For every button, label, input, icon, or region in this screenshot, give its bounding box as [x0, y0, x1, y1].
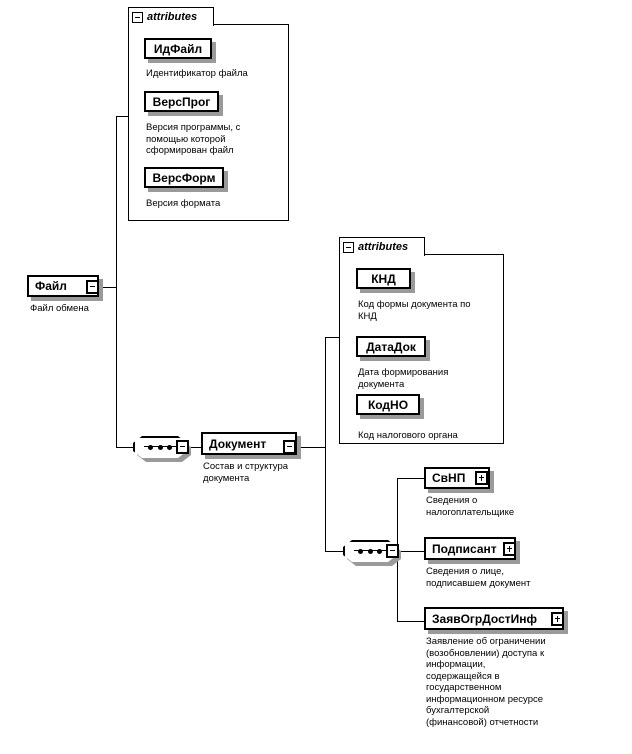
node-file[interactable]: Файл	[27, 275, 99, 297]
attr-datadok-label: ДатаДок	[366, 339, 416, 354]
document-attributes-tab[interactable]: attributes	[339, 237, 425, 256]
node-file-caption: Файл обмена	[30, 303, 89, 314]
connector-file-attributes	[116, 116, 129, 117]
attr-versprog[interactable]: ВерсПрог	[144, 91, 219, 112]
connector-trunk-file	[116, 116, 117, 448]
connector-root-out	[97, 287, 117, 288]
node-svnp[interactable]: СвНП	[424, 467, 490, 489]
node-svnp-toggle[interactable]	[475, 471, 488, 485]
node-file-label: Файл	[35, 279, 67, 293]
attr-kodno-caption: Код налогового органа	[358, 430, 458, 441]
node-podpisant-toggle[interactable]	[503, 542, 516, 556]
connector-sequence-document	[187, 447, 201, 448]
attr-kodno[interactable]: КодНО	[356, 394, 420, 415]
attr-versform-label: ВерсФорм	[152, 170, 216, 185]
node-zayav-ogr-dost-inf-label: ЗаявОгрДостИнф	[432, 611, 538, 626]
node-podpisant[interactable]: Подписант	[424, 537, 516, 560]
node-document-caption: Состав и структура документа	[203, 461, 289, 484]
attr-knd[interactable]: КНД	[356, 268, 411, 289]
attr-datadok-caption: Дата формирования документа	[358, 367, 449, 390]
connector-child-svnp	[397, 478, 425, 479]
document-attributes-collapse-icon[interactable]	[343, 241, 354, 253]
attr-kodno-label: КодНО	[367, 397, 409, 412]
connector-child-podpisant	[397, 551, 425, 552]
attr-versform[interactable]: ВерсФорм	[144, 167, 224, 188]
connector-trunk-document	[325, 337, 326, 552]
file-attributes-label: attributes	[147, 11, 198, 23]
sequence-file-dots	[148, 443, 172, 451]
file-attributes-tab[interactable]: attributes	[128, 7, 214, 26]
attr-idfayl[interactable]: ИдФайл	[144, 38, 212, 59]
connector-document-sequence	[325, 551, 343, 552]
node-zayav-ogr-dost-inf-toggle[interactable]	[551, 612, 564, 626]
node-podpisant-caption: Сведения о лице, подписавшем документ	[426, 566, 531, 589]
file-attributes-collapse-icon[interactable]	[132, 11, 143, 23]
connector-document-out	[295, 447, 325, 448]
node-zayav-ogr-dost-inf[interactable]: ЗаявОгрДостИнф	[424, 607, 564, 630]
node-document[interactable]: Документ	[201, 432, 297, 455]
node-svnp-caption: Сведения о налогоплательщике	[426, 495, 515, 518]
sequence-document-toggle[interactable]	[386, 544, 399, 558]
node-document-label: Документ	[209, 436, 267, 451]
attr-datadok[interactable]: ДатаДок	[356, 336, 426, 357]
attr-versform-caption: Версия формата	[146, 198, 221, 209]
attr-knd-label: КНД	[371, 271, 396, 286]
node-zayav-ogr-dost-inf-caption: Заявление об ограничении (возобновлении)…	[426, 636, 546, 728]
file-attributes-tab-seam	[129, 24, 213, 26]
node-svnp-label: СвНП	[432, 471, 466, 485]
connector-child-zayav	[397, 621, 425, 622]
document-attributes-label: attributes	[358, 241, 409, 253]
connector-document-attributes	[325, 337, 339, 338]
connector-file-sequence	[116, 447, 133, 448]
sequence-file[interactable]	[133, 436, 187, 458]
node-document-toggle[interactable]	[283, 440, 296, 454]
sequence-file-toggle[interactable]	[176, 440, 189, 454]
node-podpisant-label: Подписант	[432, 541, 497, 556]
attr-idfayl-caption: Идентификатор файла	[146, 68, 248, 79]
sequence-document[interactable]	[343, 540, 397, 562]
document-attributes-tab-seam	[340, 254, 424, 256]
attr-idfayl-label: ИдФайл	[153, 41, 203, 56]
attr-versprog-caption: Версия программы, с помощью которой сфор…	[146, 122, 241, 156]
attr-knd-caption: Код формы документа по КНД	[358, 299, 471, 322]
sequence-document-dots	[358, 547, 382, 555]
node-file-toggle[interactable]	[86, 280, 99, 294]
attr-versprog-label: ВерсПрог	[152, 94, 211, 109]
